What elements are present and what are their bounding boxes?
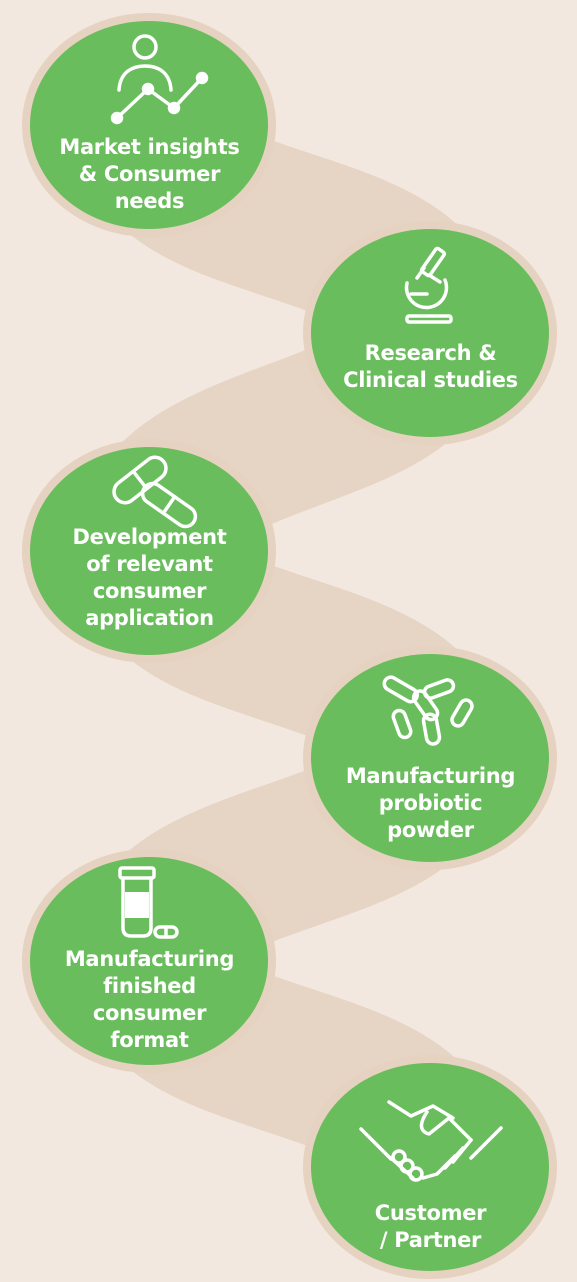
step-label: Manufacturing probiotic powder (345, 764, 516, 842)
step-research-clinical: Research & Clinical studies (303, 220, 558, 445)
node-blob (22, 849, 276, 1073)
node-blob (303, 221, 557, 445)
step-development: Development of relevant consumer applica… (22, 438, 277, 663)
node-blob (303, 646, 557, 870)
step-customer-partner: Customer / Partner (303, 1054, 558, 1279)
node-blob (303, 1055, 557, 1279)
step-label: Customer / Partner (374, 1201, 487, 1252)
node-blob (22, 13, 276, 237)
step-market-insights: Market insights & Consumer needs (22, 12, 277, 237)
supplement-bottle-icon (118, 866, 179, 939)
microscope-icon (404, 246, 453, 324)
handshake-icon (359, 1100, 503, 1182)
step-finished-format: Manufacturing finished consumer format (22, 848, 277, 1073)
person-growth-chart-icon (110, 34, 209, 125)
capsule-pills-icon (112, 455, 198, 529)
step-label: Development of relevant consumer applica… (72, 525, 227, 630)
step-label: Manufacturing finished consumer format (64, 947, 235, 1052)
step-label: Market insights & Consumer needs (59, 135, 240, 213)
step-label: Research & Clinical studies (343, 341, 518, 392)
step-probiotic-powder: Manufacturing probiotic powder (303, 645, 558, 870)
probiotic-bacteria-icon (382, 675, 474, 746)
node-blob (22, 439, 276, 663)
